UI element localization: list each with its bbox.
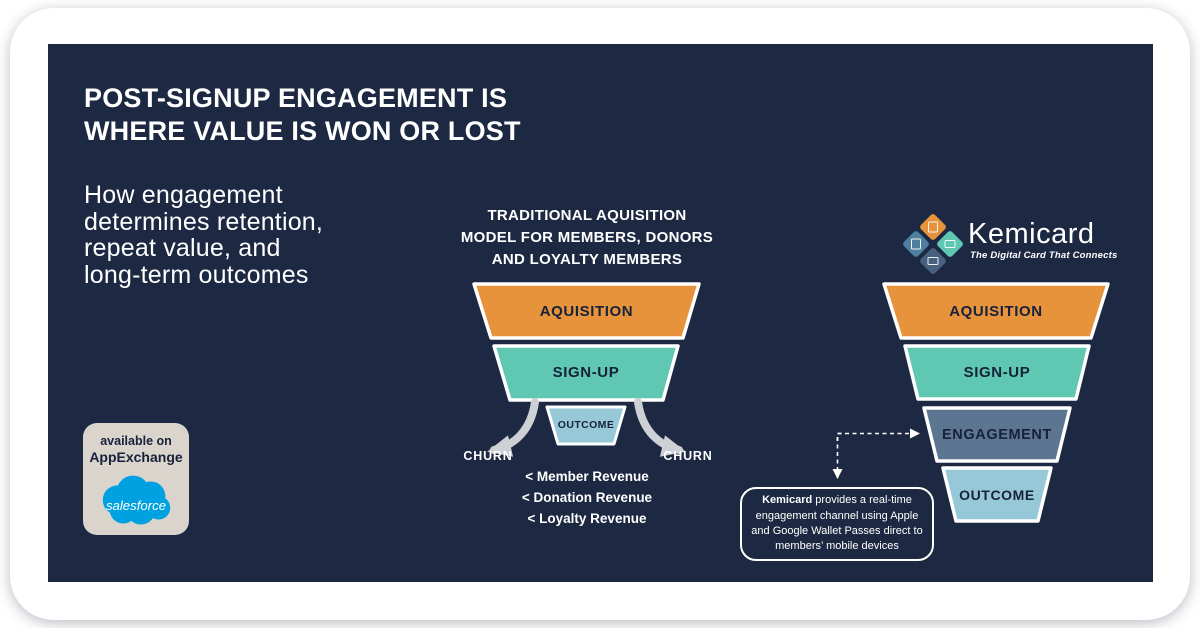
subtitle-line-2: determines retention, bbox=[84, 207, 324, 236]
revenue-item-donation: < Donation Revenue bbox=[521, 490, 653, 505]
callout-line-1-rest: provides a real-time bbox=[812, 494, 912, 507]
salesforce-wordmark: salesforce bbox=[106, 498, 166, 513]
churn-label-left: CHURN bbox=[463, 449, 513, 463]
appexchange-badge: available on AppExchange salesforce bbox=[83, 423, 189, 535]
left-funnel-title-line1: TRADITIONAL AQUISITION bbox=[487, 207, 687, 224]
subtitle-line-4: long-term outcomes bbox=[84, 260, 309, 289]
appexchange-label-line2: AppExchange bbox=[89, 449, 183, 465]
left-funnel-stage-signup-label: SIGN-UP bbox=[552, 364, 620, 381]
callout-line-2: engagement channel using Apple bbox=[755, 509, 919, 522]
left-funnel-stage-outcome-label: OUTCOME bbox=[557, 419, 615, 431]
page-title: POST-SIGNUP ENGAGEMENT IS WHERE VALUE IS… bbox=[84, 82, 521, 148]
right-funnel-stage-signup-label: SIGN-UP bbox=[963, 364, 1031, 381]
callout-line-1: Kemicard provides a real-time bbox=[762, 493, 912, 508]
callout-line-4: members’ mobile devices bbox=[775, 540, 899, 553]
left-funnel-title-line3: AND LOYALTY MEMBERS bbox=[491, 251, 683, 268]
salesforce-cloud-icon bbox=[102, 475, 171, 525]
right-funnel-stage-aquisition-label: AQUISITION bbox=[949, 303, 1043, 320]
right-funnel-stage-engagement-label: ENGAGEMENT bbox=[942, 427, 1052, 443]
left-funnel-title-line2: MODEL FOR MEMBERS, DONORS bbox=[460, 229, 714, 246]
revenue-item-member: < Member Revenue bbox=[525, 469, 649, 484]
callout-brand: Kemicard bbox=[762, 494, 813, 507]
revenue-item-loyalty: < Loyalty Revenue bbox=[527, 511, 647, 526]
appexchange-label-line1: available on bbox=[100, 434, 172, 448]
page-subtitle: How engagement determines retention, rep… bbox=[84, 182, 323, 288]
left-funnel-stage-aquisition-label: AQUISITION bbox=[539, 303, 634, 320]
revenue-list: < Member Revenue < Donation Revenue < Lo… bbox=[476, 466, 698, 529]
kemicard-tagline: The Digital Card That Connects bbox=[970, 250, 1118, 261]
title-line-1: POST-SIGNUP ENGAGEMENT IS bbox=[84, 83, 508, 113]
kemicard-brand: Kemicard bbox=[968, 218, 1095, 250]
kemicard-logo bbox=[903, 214, 963, 274]
callout-line-3: and Google Wallet Passes direct to bbox=[751, 525, 923, 537]
subtitle-line-3: repeat value, and bbox=[84, 234, 281, 262]
title-line-2: WHERE VALUE IS WON OR LOST bbox=[84, 116, 521, 146]
right-funnel-stage-outcome-label: OUTCOME bbox=[959, 487, 1035, 503]
subtitle-line-1: How engagement bbox=[84, 181, 283, 209]
kemicard-logo-diamonds bbox=[903, 214, 963, 274]
churn-label-right: CHURN bbox=[663, 449, 713, 463]
salesforce-logo: salesforce bbox=[102, 475, 171, 525]
left-funnel-title: TRADITIONAL AQUISITION MODEL FOR MEMBERS… bbox=[426, 205, 748, 271]
callout-box: Kemicard provides a real-time engagement… bbox=[740, 487, 934, 561]
card-glyph-icons bbox=[911, 221, 956, 265]
